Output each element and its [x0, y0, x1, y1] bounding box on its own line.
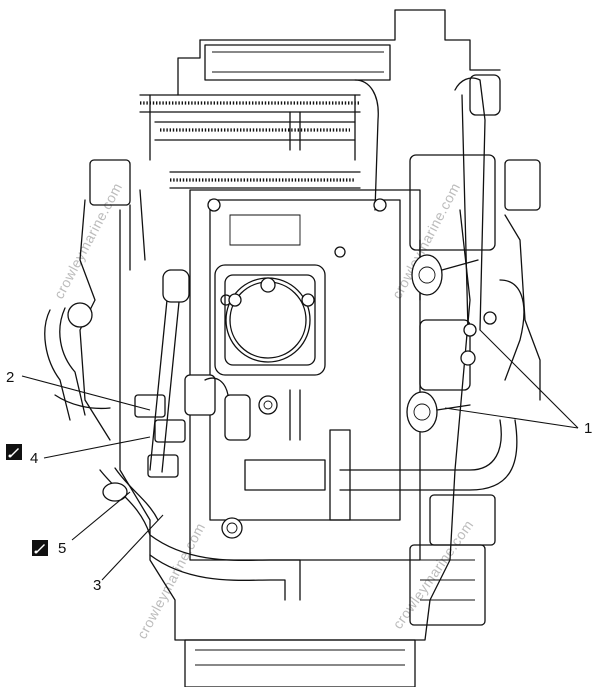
- watermark-left-top: crowleymarine.com: [51, 180, 126, 301]
- leader-1-upper: [479, 329, 579, 429]
- engine-drawing: [44, 9, 541, 687]
- leader-3: [101, 514, 164, 581]
- leader-1-lower: [444, 407, 579, 429]
- watermark-right-bottom: crowleymarine.com: [389, 517, 476, 632]
- callout-5: 5: [58, 540, 66, 557]
- leader-lines: [21, 329, 579, 581]
- leader-4: [43, 436, 151, 459]
- callout-2: 2: [6, 369, 14, 386]
- watermark-left-bottom: crowleymarine.com: [134, 520, 209, 641]
- callout-3: 3: [93, 577, 101, 594]
- leader-2: [21, 375, 151, 411]
- callout-4: 4: [30, 450, 38, 467]
- callout-1: 1: [584, 420, 592, 437]
- tool-note-icon: [32, 540, 48, 556]
- tool-note-icon: [6, 444, 22, 460]
- callout-labels: 1 2 3 4 5: [6, 369, 592, 594]
- leader-5: [71, 491, 131, 541]
